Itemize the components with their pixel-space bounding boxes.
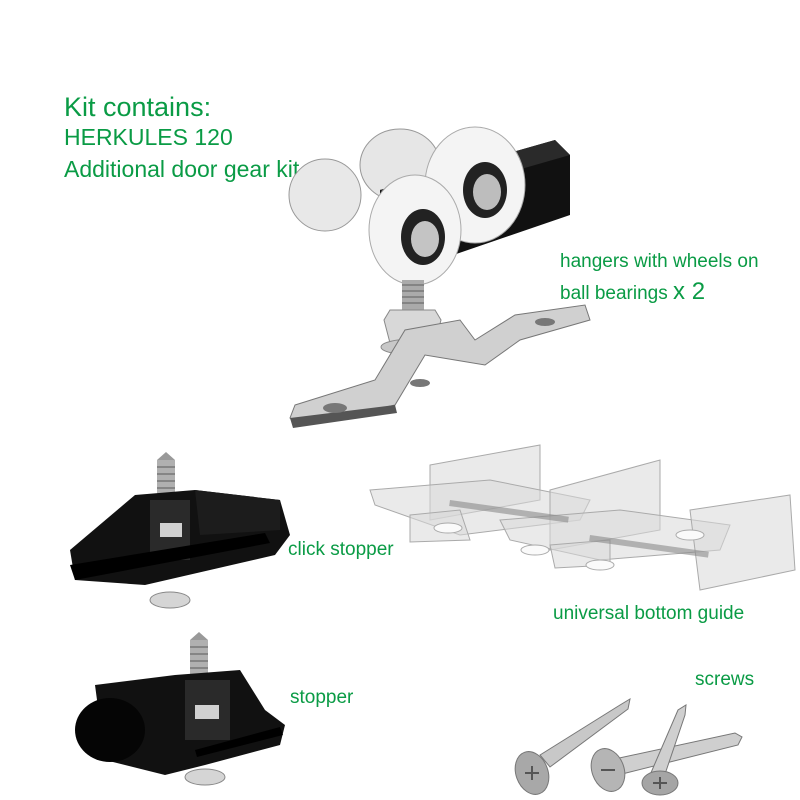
product-name: HERKULES 120 xyxy=(64,124,233,150)
bottom-guide-image xyxy=(369,444,796,591)
kit-title: Kit contains: xyxy=(64,92,212,122)
bottom-guide-label: universal bottom guide xyxy=(553,603,745,624)
screws-image xyxy=(514,697,743,796)
stopper-label: stopper xyxy=(290,687,354,708)
hanger-quantity: x 2 xyxy=(673,278,706,305)
screws-label: screws xyxy=(695,669,755,690)
click-stopper-image xyxy=(70,452,290,609)
stopper-image xyxy=(75,632,285,786)
click-stopper-label: click stopper xyxy=(288,539,394,560)
hanger-label-line1: hangers with wheels on xyxy=(560,251,759,272)
hanger-label-bearings: ball bearings xyxy=(560,283,668,304)
kit-subtitle: Additional door gear kit xyxy=(64,156,300,182)
hanger-label-line2: ball bearings x 2 xyxy=(560,280,705,304)
hanger-wheels-image xyxy=(288,126,591,428)
